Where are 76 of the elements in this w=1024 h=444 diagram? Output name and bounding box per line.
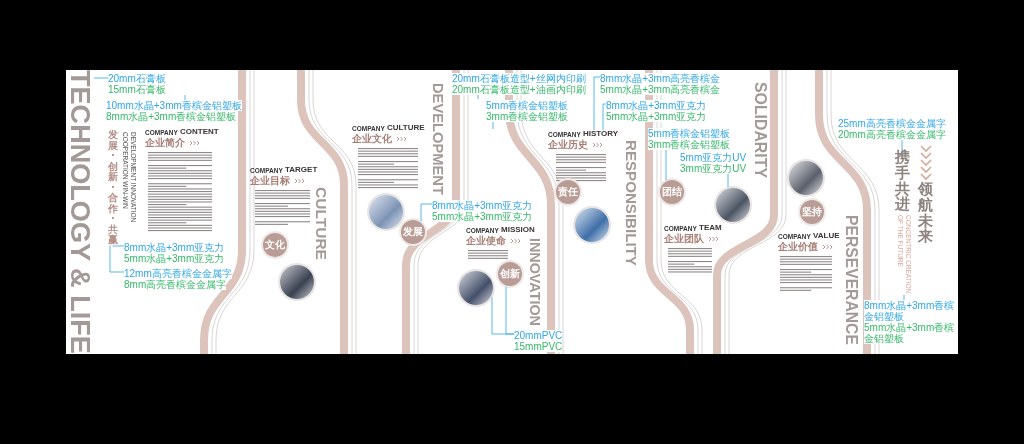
callout-text: 5mm水晶+3mm亚克力 <box>606 111 707 122</box>
callout-text: 20mmPVC <box>514 330 563 341</box>
section-heading: HISTORY <box>583 130 619 138</box>
vertical-title: TECHNOLOGY & LIFE <box>67 70 95 354</box>
section-heading: 企业目标 <box>250 176 290 186</box>
callout-text: 8mm水晶+3mm香槟金铝塑板 <box>106 111 237 122</box>
round-badge: 文化 <box>263 233 287 257</box>
leader-line <box>184 94 186 101</box>
section-heading: 企业使命 <box>466 236 506 246</box>
section-heading: CULTURE <box>387 124 425 132</box>
callout-text: 8mm水晶+3mm亚克力 <box>124 242 225 253</box>
callout-text: 3mm香槟金铝塑板 <box>486 111 569 122</box>
leader-line <box>505 286 515 335</box>
callout-text: 20mm石膏板 <box>108 73 166 84</box>
callout-text: 8mm水晶+3mm亚克力 <box>606 100 707 111</box>
callout-text: 15mm石膏板 <box>108 84 166 95</box>
round-badge: 坚持 <box>800 200 824 224</box>
leader-line <box>109 245 125 273</box>
callout-text: 20mm石膏板造型+丝网内印刷 <box>452 73 586 84</box>
round-badge: 团结 <box>660 180 684 204</box>
leader-line <box>492 121 494 130</box>
vertical-title: PERSEVERANCE <box>843 215 859 345</box>
round-badge: 责任 <box>556 180 580 204</box>
vertical-slogan: 发展·创新·合作·共赢 <box>108 130 118 246</box>
leader-line <box>593 76 601 131</box>
photo <box>369 195 403 229</box>
callout-text: 15mmPVC <box>514 341 563 352</box>
leader-line <box>93 77 109 79</box>
leader-line <box>901 139 903 151</box>
callout-text: 5mm香槟金铝塑板 <box>648 128 731 139</box>
callout-text: 8mm水晶+3mm香槟金铝塑板 <box>864 300 956 322</box>
vertical-title: CULTURE <box>313 187 329 260</box>
photo <box>280 265 314 299</box>
callout-text: 25mm高亮香槟金金属字 <box>838 118 946 129</box>
callout-text: 5mm水晶+3mm高亮香槟金 <box>600 84 721 95</box>
photo <box>716 188 750 222</box>
photo <box>789 161 823 195</box>
callout-text: 8mm水晶+3mm高亮香槟金 <box>600 73 721 84</box>
callout-text: 3mm香槟金铝塑板 <box>648 139 731 150</box>
callout-text: 12mm高亮香槟金金属字 <box>124 268 232 279</box>
callout-text: 8mm高亮香槟金金属字 <box>124 279 227 290</box>
section-heading: 企业历史 <box>548 140 588 150</box>
section-heading: 企业团队 <box>664 234 704 244</box>
leader-line <box>727 173 729 188</box>
callout-text: 5mm水晶+3mm亚克力 <box>124 253 225 264</box>
leader-line <box>665 149 667 181</box>
section-heading: 企业文化 <box>352 134 392 144</box>
section-heading: 企业价值 <box>778 242 818 252</box>
leader-line <box>112 245 125 247</box>
callout-text: 5mm亚克力UV <box>680 152 747 163</box>
section-heading: TARGET <box>285 166 318 174</box>
leader-line <box>903 294 905 301</box>
callout-text: 5mm香槟金铝塑板 <box>486 100 569 111</box>
photo <box>459 271 493 305</box>
vertical-title: INNOVATION <box>528 238 543 326</box>
vertical-slogan: 携手共进 <box>895 150 910 213</box>
leader-line <box>477 94 479 100</box>
callout-text: 5mm水晶+3mm亚克力 <box>432 211 533 222</box>
round-badge: 创新 <box>498 262 522 286</box>
vertical-title: SOLIDARITY <box>752 82 768 178</box>
leader-line <box>602 103 607 131</box>
callout-text: 5mm水晶+3mm香槟金铝塑板 <box>864 322 956 344</box>
section-heading: TEAM <box>699 224 722 232</box>
callout-text: 20mm高亮香槟金金属字 <box>838 129 946 140</box>
photo <box>575 208 609 242</box>
section-heading: VALUE <box>813 232 840 240</box>
round-badge: 发展 <box>401 220 425 244</box>
callout-text: 20mm石膏板造型+油画内印刷 <box>452 84 586 95</box>
vertical-slogan: 领航未来 <box>918 182 933 245</box>
vertical-title: RESPONSIBILITY <box>624 140 640 266</box>
section-heading: 企业简介 <box>145 138 185 148</box>
callout-text: 8mm水晶+3mm亚克力 <box>432 200 533 211</box>
callout-text: 3mm亚克力UV <box>680 163 747 174</box>
vertical-title: DEVELOPMENT <box>430 83 445 195</box>
leader-line <box>420 203 433 222</box>
callout-text: 10mm水晶+3mm香槟金铝塑板 <box>106 100 242 111</box>
